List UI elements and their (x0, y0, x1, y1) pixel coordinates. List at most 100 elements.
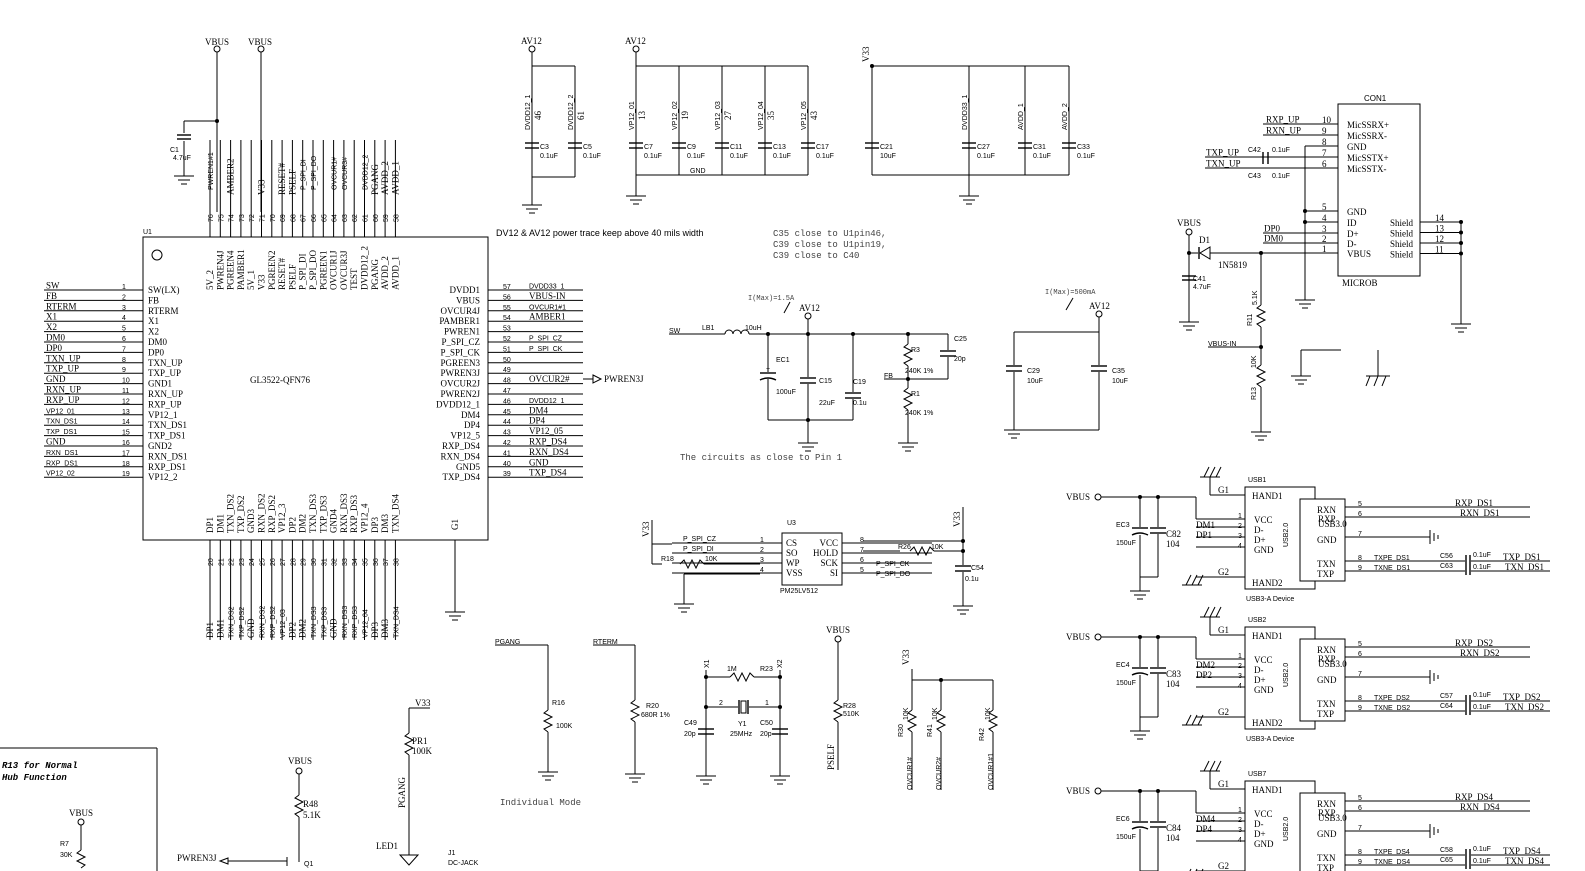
r23-resistor-icon (729, 671, 755, 683)
shield-pin-name: Shield (1390, 239, 1414, 249)
u1-pin-name: RXP_DS1 (148, 462, 186, 472)
u1-pin-name: 5V_2 (205, 270, 215, 290)
usb-txp-label: TXP (1317, 569, 1334, 579)
vbus-port-icon (213, 45, 221, 53)
u1-pin-number: 7 (122, 346, 126, 353)
u1-pin-net: TXP_UP (46, 364, 79, 374)
u1-pin-net: RXP_DS1 (46, 460, 78, 467)
q1-pwren3j: PWREN3J (177, 853, 217, 863)
r42-ref: R42 (979, 728, 986, 741)
usb-txp-net: TXP_DS1 (1503, 552, 1541, 562)
u1-pin-net: RXN_DS3 (342, 606, 349, 638)
u1-pin-net: AVDD_1 (390, 161, 400, 195)
r20-ref: R20 (646, 703, 659, 710)
u1-bottom-pins: 20DP1DP121DM1DM122TXN_DS2TXN_DS223TXP_DS… (205, 493, 400, 640)
u1-pin-net: DP2 (287, 622, 297, 638)
u1-pin-name: P_SPI_DO (308, 249, 318, 290)
shield-pin-number: 11 (1435, 245, 1444, 255)
u1-pin-net: DP0 (46, 343, 63, 353)
usb-type: USB3-A Device (1246, 736, 1294, 743)
u1-pin-net: RXP_DS4 (529, 437, 568, 447)
usb-pin-number: 2 (1238, 817, 1242, 824)
usb-ec-ref: EC3 (1116, 522, 1130, 529)
c1-val: 4.7uF (173, 155, 191, 162)
r48-val: 5.1K (303, 810, 321, 820)
usb-gnd-label: GND (1254, 839, 1274, 849)
con1-pin-name: D+ (1347, 229, 1359, 239)
u1-pin-number: 2 (122, 294, 126, 301)
usb2-label: USB2.0 (1283, 817, 1290, 841)
shield-pin-name: Shield (1390, 229, 1414, 239)
r26-resistor-icon (909, 545, 935, 557)
flash-pin-net: P_SPI_CZ (683, 536, 717, 543)
usb3-pin-number: 5 (1358, 641, 1362, 648)
u1-pin-net: TXP_DS3 (321, 607, 328, 638)
junction-dot (1156, 495, 1160, 499)
u1-pin-number: 25 (260, 558, 267, 566)
u3-ref: U3 (787, 520, 796, 527)
u1-pin-name: FB (148, 295, 159, 305)
u1-vbus-label-2: VBUS (248, 37, 272, 47)
c50-val: 20p (760, 731, 772, 738)
usb-txn-label: TXN (1317, 559, 1336, 569)
usb-hand1-label: HAND1 (1252, 785, 1283, 795)
usb-rxn-net: RXN_DS2 (1460, 648, 1500, 658)
usb-ref: USB2 (1248, 617, 1266, 624)
c42-val: 0.1uF (1272, 147, 1290, 154)
u1-pin-net: FB (46, 291, 57, 301)
r3-val: 240K 1% (905, 368, 933, 375)
r30-val: 10K (903, 707, 910, 720)
u1-pin-name: DM4 (461, 410, 481, 420)
u1-pin-name: TEST (349, 268, 359, 290)
usb-txp-label: TXP (1317, 863, 1334, 871)
u1-pin-net: AVDD_2 (380, 161, 390, 195)
cap-c-ref: C27 (977, 144, 990, 151)
cap-b-val: 0.1uF (730, 153, 748, 160)
u1-pin-name: PGREEN2 (267, 250, 277, 290)
usb-cap2-ref: C64 (1440, 703, 1453, 710)
con1-pin-name: MicSSTX+ (1347, 153, 1389, 163)
u1-pin-number: 51 (503, 346, 511, 353)
u1-pin-number: 37 (383, 558, 390, 566)
usb-rxp-label: RXP (1318, 654, 1336, 664)
u1-pin-number: 44 (503, 419, 511, 426)
usb3-gnd-label: GND (1317, 535, 1337, 545)
u1-pin-net: DP1 (205, 622, 215, 638)
u1-pin-number: 66 (311, 214, 318, 222)
u1-pin-number: 32 (332, 558, 339, 566)
u1-pin-name: DVDD12_1 (436, 399, 480, 409)
pr1-pgang: PGANG (397, 776, 407, 808)
con1-pin-net: RXP_UP (1266, 115, 1300, 125)
r3-ref: R3 (911, 347, 920, 354)
cap-b-net: VP12_03 (715, 101, 722, 130)
usb-dp-net: DP4 (1196, 824, 1213, 834)
svg-text:+: + (766, 366, 770, 373)
u1-pin-net: AMBER1 (529, 312, 566, 322)
u1-pin-name: DM2 (298, 514, 308, 533)
u1-pin-number: 70 (270, 214, 277, 222)
cap-b-ref: C9 (687, 144, 696, 151)
u1-pin-number: 20 (208, 558, 215, 566)
usb-txp-label: TXP (1317, 709, 1334, 719)
usb-pin-number: 2 (1238, 663, 1242, 670)
ovcur1-net: OVCUR1# (907, 757, 914, 790)
u1-pin-name: DM3 (380, 513, 390, 533)
u1-pin-net: DP4 (529, 416, 546, 426)
c15-val: 22uF (819, 400, 835, 407)
usb-cap2-val: 0.1uF (1473, 704, 1491, 711)
u1-pin-net: VP12_01 (46, 408, 75, 415)
usb-txn-net: TXN_DS1 (1505, 562, 1544, 572)
usb-port: G1USB1HAND1HAND2VCCD-D+GNDUSB2.0RXNRXPUS… (1066, 466, 1550, 603)
usb-txpe-net: TXPE_DS1 (1374, 555, 1410, 562)
usb-ec-val: 150uF (1116, 540, 1136, 547)
cap-b-ref: C17 (816, 144, 829, 151)
usb3-pin-number: 7 (1358, 531, 1362, 538)
u1-pin-number: 3 (122, 305, 126, 312)
u1-pin-name: DM1 (215, 514, 225, 533)
cap-c-val: 0.1uF (977, 153, 995, 160)
x2-net: X2 (777, 659, 784, 668)
u1-pin-name: X2 (148, 327, 159, 337)
usb3-pin-number: 5 (1358, 795, 1362, 802)
usb-gnd-label: GND (1254, 545, 1274, 555)
